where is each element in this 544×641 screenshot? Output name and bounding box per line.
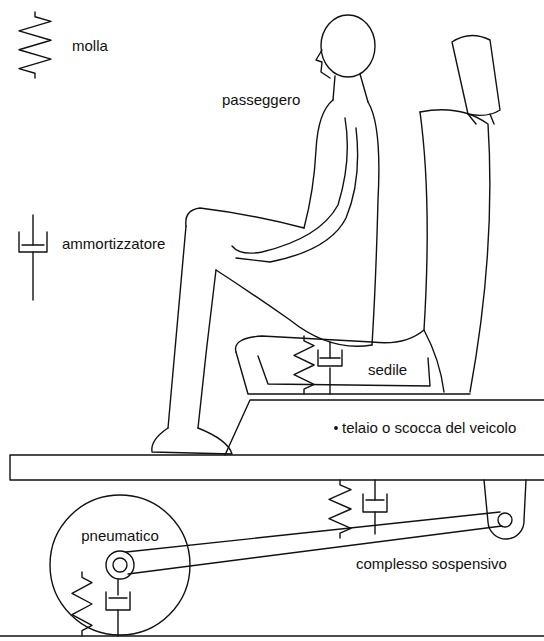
damper-symbol <box>19 215 47 300</box>
tire-outline-circle <box>50 495 190 635</box>
passenger-figure <box>152 15 379 454</box>
spring-symbol <box>294 336 314 394</box>
damper-symbols <box>106 342 387 636</box>
vehicle-frame <box>10 400 544 480</box>
seat <box>236 35 500 394</box>
part-label: passeggero <box>222 92 300 109</box>
tire-outline <box>48 493 192 637</box>
node-label: pneumatico <box>48 493 192 545</box>
spring-symbol <box>329 480 351 538</box>
part-label: complesso sospensivo <box>356 556 507 573</box>
spring-symbol <box>19 12 51 78</box>
part-label: sedile <box>368 362 407 379</box>
tire-circle: pneumatico <box>48 493 192 637</box>
spring-group <box>19 12 351 636</box>
spring-symbol <box>72 572 92 636</box>
legend-label: molla <box>72 38 108 55</box>
part-label: telaio o scocca del veicolo <box>342 420 516 437</box>
suspension-arm <box>0 480 544 636</box>
legend-label: ammortizzatore <box>62 236 165 253</box>
